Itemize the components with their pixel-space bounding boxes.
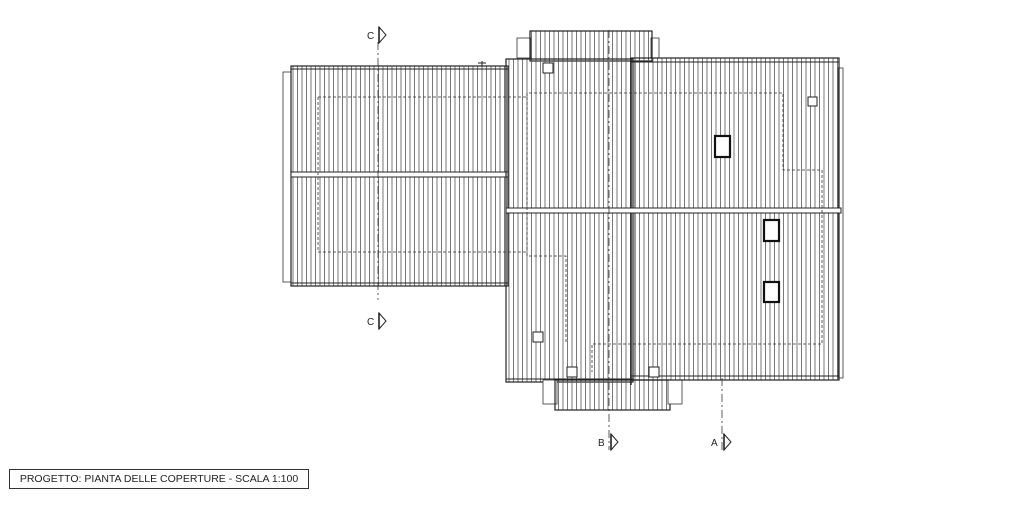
section-marker-b: B [598, 432, 619, 452]
section-lines [377, 30, 723, 450]
section-label-b: B [598, 438, 605, 449]
title-block-text: PROGETTO: PIANTA DELLE COPERTURE - SCALA… [19, 473, 299, 485]
title-block: PROGETTO: PIANTA DELLE COPERTURE - SCALA… [9, 469, 309, 489]
section-label-c-bottom: C [367, 317, 374, 328]
roof-vents [532, 62, 818, 378]
roof-right-wing [630, 57, 844, 385]
roof-ridge [505, 207, 842, 214]
section-label-c-top: C [367, 31, 374, 42]
roof-central-wing [505, 30, 683, 411]
wall-outline-dashed [317, 92, 823, 372]
section-marker-a: A [711, 432, 732, 452]
skylights [713, 134, 781, 304]
section-marker-c-top: C [367, 25, 387, 45]
section-label-a: A [711, 438, 718, 449]
section-marker-c-bottom: C [367, 311, 387, 331]
